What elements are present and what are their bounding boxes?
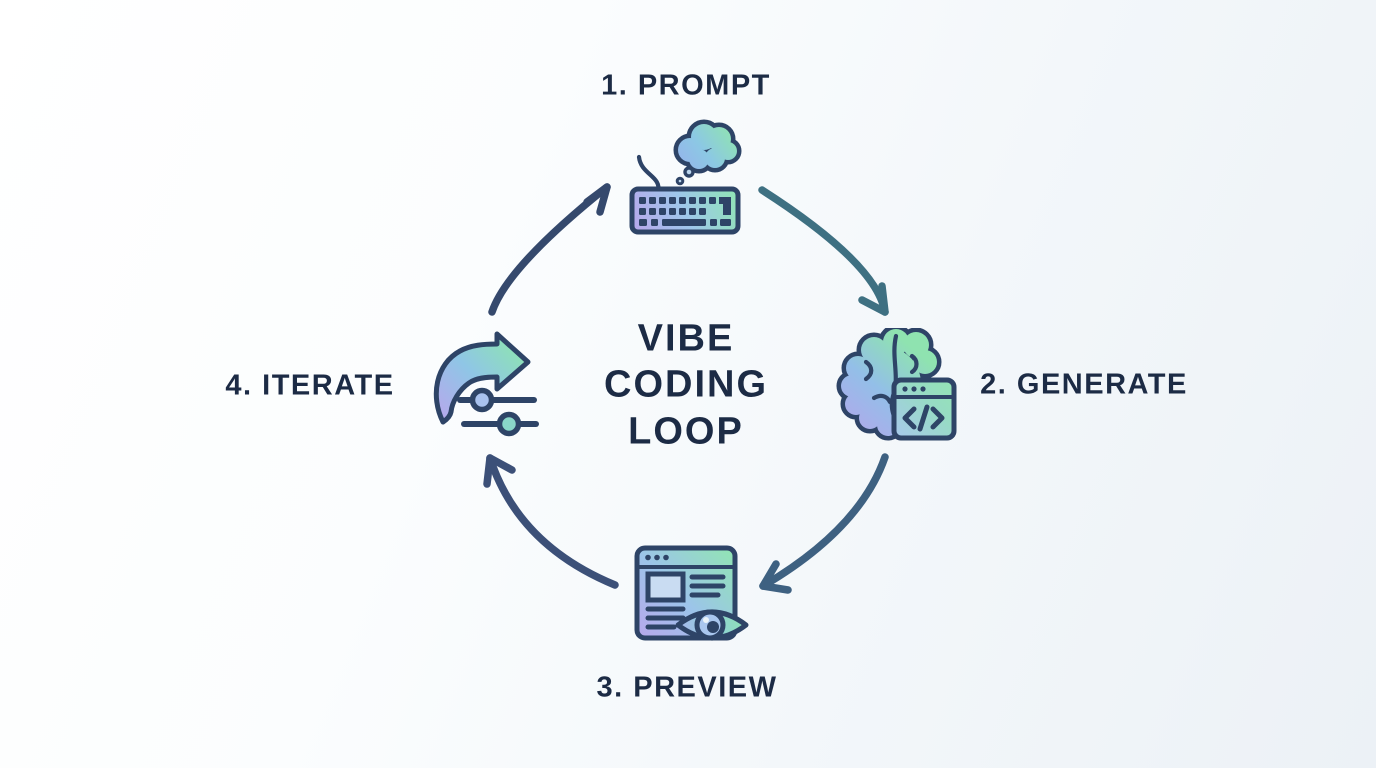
arrow-preview-to-iterate — [483, 454, 619, 589]
arrow-generate-to-preview — [759, 453, 889, 594]
code-brackets-icon — [902, 404, 945, 432]
arrow-prompt-to-generate — [758, 186, 889, 316]
loop-arrow — [433, 331, 531, 425]
loop-title: VIBE CODING LOOP — [604, 317, 768, 453]
arrow-iterate-to-prompt — [488, 183, 611, 316]
step-label-prompt: 1. PROMPT — [601, 69, 771, 102]
eye-icon — [675, 609, 749, 641]
window-dots — [645, 554, 669, 561]
text-lines — [645, 574, 726, 630]
browser-eye-icon — [634, 545, 749, 641]
step-label-generate: 2. GENERATE — [980, 368, 1188, 401]
step-label-iterate: 4. ITERATE — [225, 369, 395, 402]
step-label-preview: 3. PREVIEW — [596, 671, 778, 704]
thought-dot-small — [675, 176, 685, 186]
brain-code-icon — [836, 328, 957, 441]
keyboard-keys — [639, 197, 731, 226]
slider-knob-1 — [469, 387, 495, 413]
spacebar-key — [662, 219, 706, 226]
slider-knob-2 — [496, 411, 522, 437]
slider-row-2 — [461, 411, 539, 437]
thought-dot-large — [683, 166, 695, 178]
enter-key — [719, 197, 731, 215]
slider-row-1 — [457, 387, 537, 413]
keyboard-thought-icon — [629, 119, 742, 235]
loop-sliders-icon — [433, 331, 539, 437]
code-window — [891, 377, 957, 441]
window-dots — [902, 386, 926, 392]
image-placeholder — [645, 571, 686, 603]
